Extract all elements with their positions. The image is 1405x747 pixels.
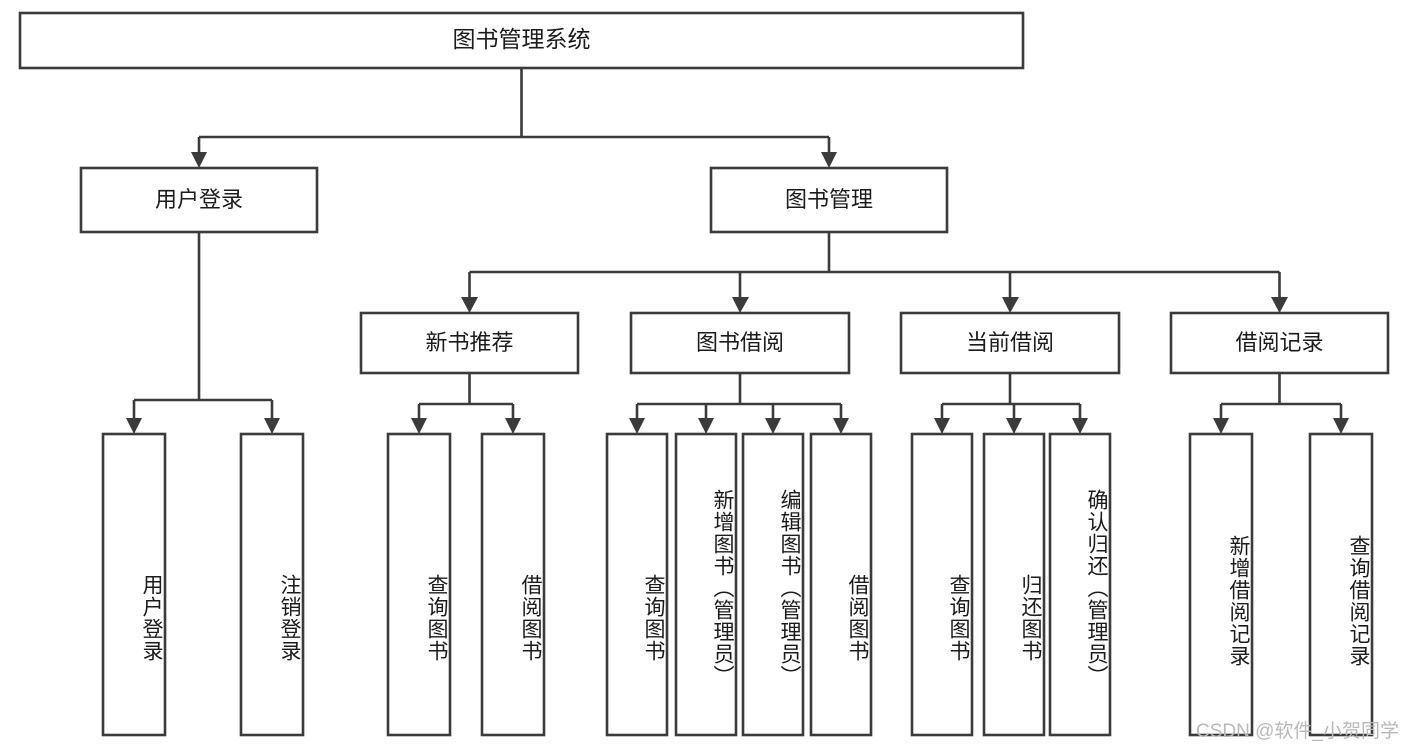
leaf-boxes [101,432,1374,737]
node-borrow-record-label: 借阅记录 [1235,330,1323,355]
node-current-borrow-box[interactable] [899,311,1121,375]
connector-newbook-to-leaves [417,373,515,426]
node-book-borrow-label: 图书借阅 [696,330,784,355]
arrow-head-leaf-borrow-book-1 [505,418,521,434]
connector-root-to-level2 [197,68,831,160]
leaf-box-logout[interactable] [239,432,305,737]
node-root-label: 图书管理系统 [453,26,591,52]
arrow-head-current-borrow [1002,297,1019,313]
node-new-book-rec-box[interactable] [359,311,580,375]
arrow-head-borrow-record [1271,297,1288,313]
node-new-book-rec-label: 新书推荐 [425,330,513,355]
node-book-manage-label: 图书管理 [785,187,873,212]
node-user-login-label: 用户登录 [155,187,243,212]
arrow-head-book-borrow [732,297,749,313]
leaf-box-confirm-return[interactable] [1048,432,1112,737]
arrow-head-leaf-add-record [1213,418,1229,434]
node-book-manage-box[interactable] [709,166,949,234]
leaf-box-query-record[interactable] [1308,432,1374,737]
connector-bookmanage-to-level3 [468,232,1281,305]
node-current-borrow-label: 当前借阅 [966,330,1054,355]
arrow-head-new-book-rec [461,297,478,313]
leaf-box-add-record[interactable] [1188,432,1254,737]
watermark-text: CSDN @软件_小贺同学 [1196,721,1399,742]
connector-borrowrecord-to-leaves [1219,373,1343,426]
leaf-box-query-book-2[interactable] [605,432,669,737]
leaf-box-user-login[interactable] [101,432,167,737]
arrow-head-leaf-query-record [1333,418,1349,434]
leaf-box-query-book-3[interactable] [910,432,974,737]
leaf-box-add-book[interactable] [674,432,738,737]
arrow-head-leaf-query-book-2 [629,418,645,434]
arrow-head-leaf-query-book-3 [934,418,950,434]
leaf-box-query-book-1[interactable] [386,432,452,737]
arrow-head-leaf-add-book [698,418,714,434]
arrow-head-leaf-borrow-book-2 [833,418,849,434]
arrow-head-leaf-logout [264,418,280,434]
connector-currentborrow-to-leaves [940,373,1082,426]
node-layer: 图书管理系统 用户登录 图书管理 新书推荐 图书借阅 当前借阅 借阅记录 [18,11,1390,737]
leaf-box-borrow-book-2[interactable] [809,432,873,737]
node-book-borrow-box[interactable] [629,311,851,375]
arrow-head-leaf-confirm-return [1072,418,1088,434]
leaf-box-edit-book[interactable] [741,432,805,737]
arrow-head-user-login [191,152,207,168]
arrow-head-leaf-edit-book [765,418,781,434]
connector-layer [126,68,1349,434]
node-root-box[interactable] [18,11,1025,70]
arrow-head-book-manage [821,152,837,168]
leaf-box-borrow-book-1[interactable] [480,432,546,737]
node-borrow-record-box[interactable] [1169,311,1390,375]
leaf-box-return-book[interactable] [982,432,1046,737]
arrow-head-leaf-user-login [126,418,142,434]
arrow-head-leaf-query-book-1 [411,418,427,434]
arrow-head-leaf-return-book [1006,418,1022,434]
connector-bookborrow-to-leaves [635,373,843,426]
node-user-login-box[interactable] [79,166,319,234]
connector-userlogin-to-leaves [132,232,274,426]
